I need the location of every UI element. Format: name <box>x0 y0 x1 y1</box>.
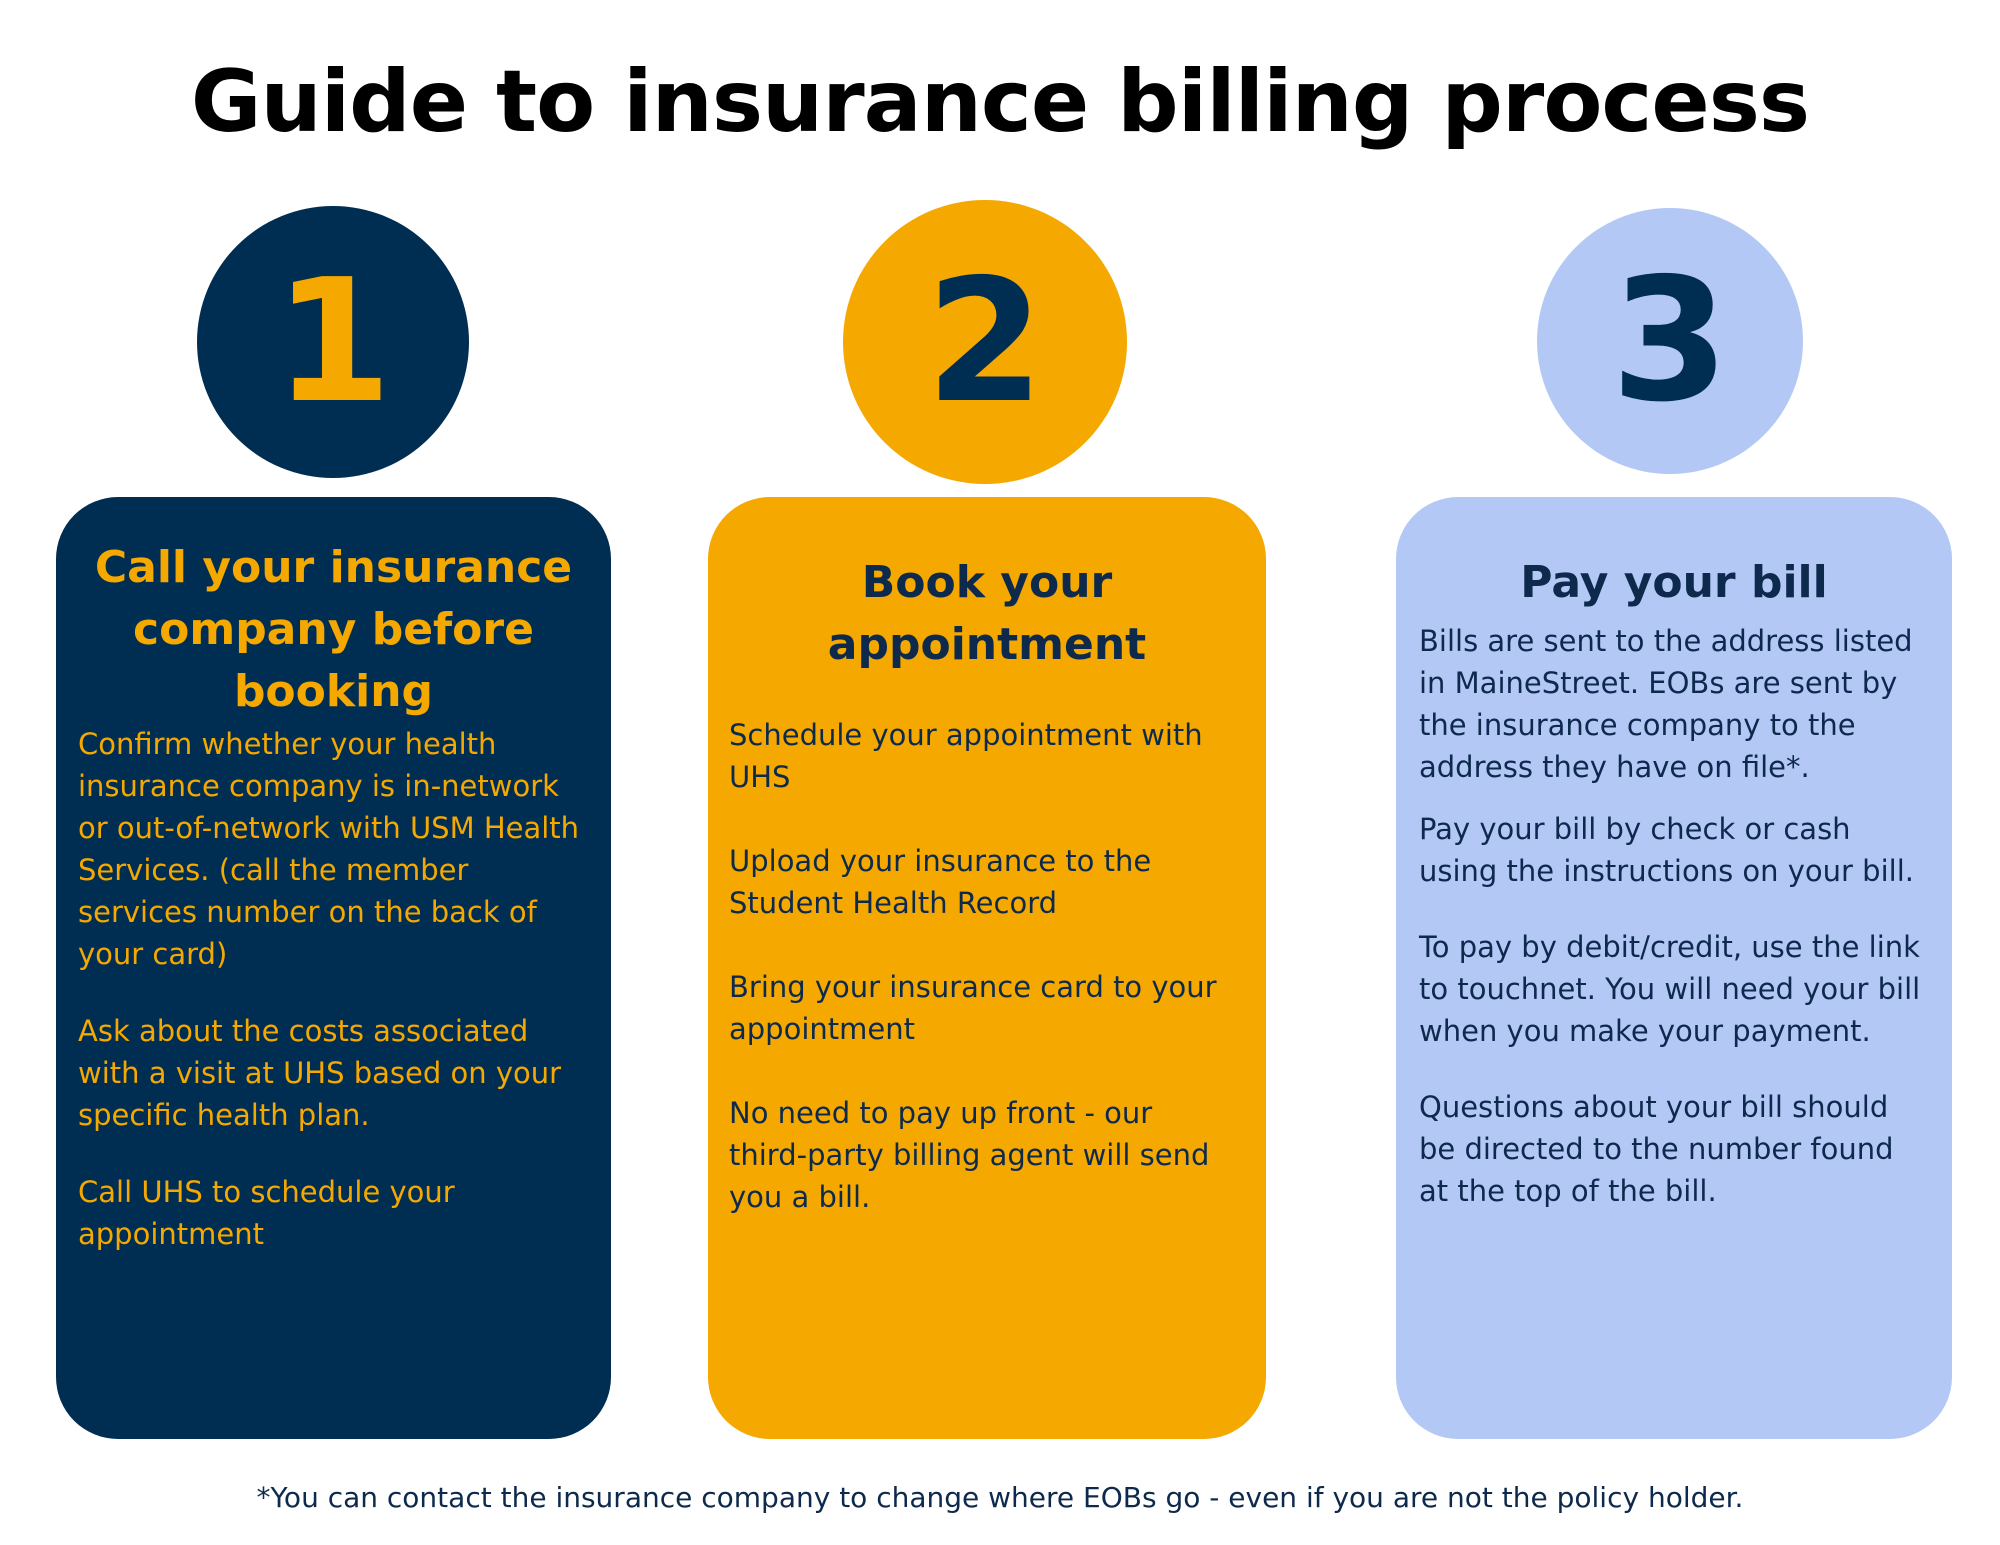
step-2-number-circle: 2 <box>843 200 1127 484</box>
step-2-paragraph: No need to pay up front - our third-part… <box>729 1096 1210 1214</box>
step-2-card: Book your appointment Schedule your appo… <box>708 497 1266 1439</box>
step-1-paragraph: Ask about the costs associated with a vi… <box>78 1014 562 1132</box>
step-3-number: 3 <box>1610 242 1730 440</box>
step-1-paragraph: Confirm whether your health insurance co… <box>78 727 580 971</box>
step-1-card: Call your insurance company before booki… <box>56 497 611 1439</box>
step-3-number-circle: 3 <box>1537 208 1803 474</box>
page-title: Guide to insurance billing process <box>190 52 1810 152</box>
step-3-paragraph: Bills are sent to the address listed in … <box>1419 624 1913 784</box>
step-2-paragraph: Schedule your appointment with UHS <box>729 718 1203 794</box>
step-3-paragraph: Pay your bill by check or cash using the… <box>1419 812 1914 888</box>
step-2-number: 2 <box>925 243 1045 441</box>
step-1-body: Confirm whether your health insurance co… <box>56 723 611 1255</box>
step-2-paragraph: Upload your insurance to the Student Hea… <box>729 844 1152 920</box>
step-2-paragraph: Bring your insurance card to your appoin… <box>729 970 1217 1046</box>
step-3-card: Pay your bill Bills are sent to the addr… <box>1396 497 1952 1439</box>
step-2-title: Book your appointment <box>827 557 1147 670</box>
step-3-title: Pay your bill <box>1520 557 1828 608</box>
step-1-number: 1 <box>273 243 393 441</box>
footnote: *You can contact the insurance company t… <box>256 1481 1744 1514</box>
step-1-number-circle: 1 <box>197 206 469 478</box>
step-1-paragraph: Call UHS to schedule your appointment <box>78 1175 455 1251</box>
step-3-paragraph: Questions about your bill should be dire… <box>1419 1090 1894 1208</box>
step-3-body: Bills are sent to the address listed in … <box>1396 614 1952 1212</box>
step-1-title: Call your insurance company before booki… <box>94 542 573 717</box>
step-2-body: Schedule your appointment with UHS Uploa… <box>708 676 1266 1218</box>
step-3-paragraph: To pay by debit/credit, use the link to … <box>1419 930 1921 1048</box>
